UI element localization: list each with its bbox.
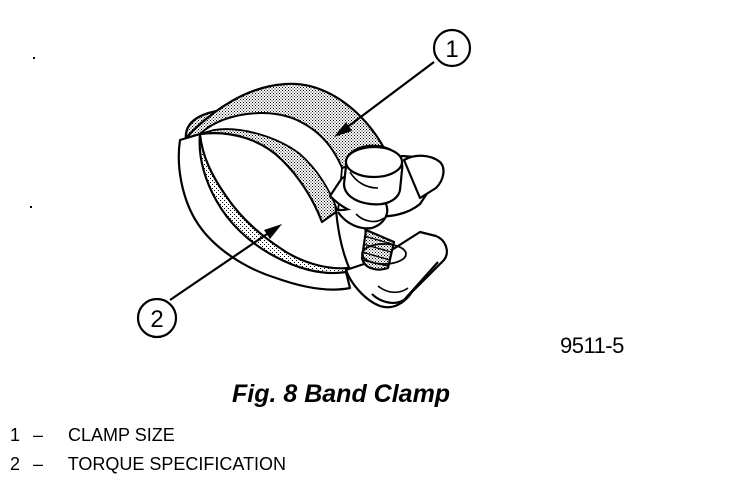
legend-item-text: CLAMP SIZE — [68, 425, 175, 445]
leader-arrows — [169, 61, 435, 301]
legend-item: 2 – TORQUE SPECIFICATION — [10, 450, 286, 479]
legend-item-number: 2 — [10, 454, 21, 474]
clamp-bolt-assembly — [328, 144, 448, 309]
legend-item-number: 1 — [10, 425, 21, 445]
scan-specks — [30, 57, 35, 208]
band-clamp-illustration: 1 2 — [30, 28, 472, 339]
arrowhead-1 — [334, 122, 352, 137]
leader-line-1 — [345, 61, 435, 129]
legend-item-dash: – — [33, 425, 44, 445]
arrowhead-2 — [264, 224, 282, 239]
figure-caption: Fig. 8 Band Clamp — [232, 380, 451, 408]
figure-code: 9511-5 — [560, 333, 624, 358]
callout-2-number: 2 — [150, 306, 163, 333]
legend-list: 1 – CLAMP SIZE 2 – TORQUE SPECIFICATION — [10, 421, 286, 479]
leader-line-2 — [169, 231, 271, 301]
callout-1-number: 1 — [445, 36, 458, 63]
legend-item-text: TORQUE SPECIFICATION — [67, 454, 287, 474]
legend-item: 1 – CLAMP SIZE — [10, 421, 286, 450]
callout-2: 2 — [136, 297, 178, 339]
callout-1: 1 — [432, 28, 472, 68]
legend-item-dash: – — [33, 454, 44, 474]
